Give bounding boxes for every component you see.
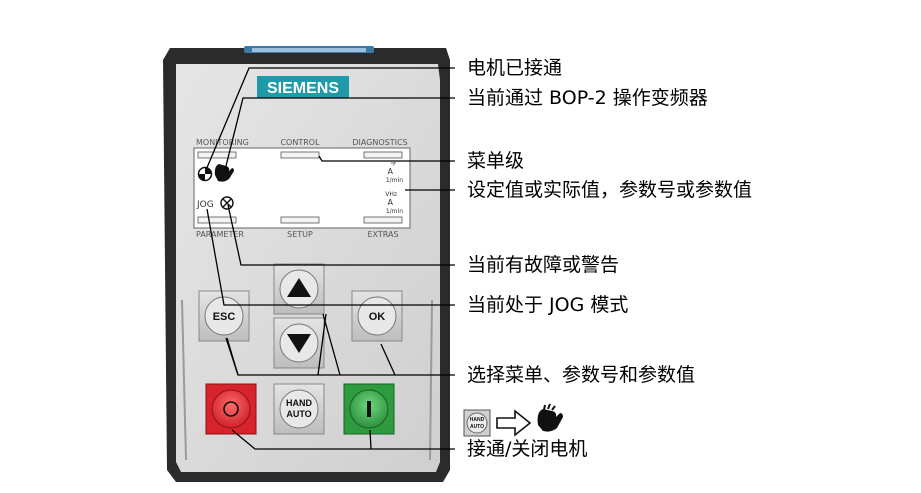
svg-text:HAND: HAND — [470, 417, 485, 423]
auto-label: AUTO — [286, 409, 311, 419]
lcd-units-bottom: VHz A 1/min — [385, 191, 403, 215]
esc-label: ESC — [213, 311, 236, 323]
lcd-jog-text: JOG — [196, 200, 214, 210]
arrow-down-icon — [287, 334, 311, 353]
lcd-label-diagnostics: DIAGNOSTICS — [352, 138, 407, 147]
lcd-unit-rpm2: 1/min — [386, 208, 403, 215]
legend-hand-icon — [537, 403, 563, 432]
lcd-bottom-labels: PARAMETER SETUP EXTRAS — [196, 230, 399, 239]
lcd-unit-vhz: VHz — [385, 191, 397, 198]
brand-plate: SIEMENS — [257, 76, 349, 98]
callout-motor-on: 电机已接通 — [467, 57, 563, 79]
off-button[interactable] — [205, 383, 257, 435]
hollow-arrow-right-icon — [496, 409, 532, 437]
arrow-up-icon — [287, 278, 311, 297]
callout-menu-level: 菜单级 — [467, 150, 525, 172]
leader-lines — [205, 67, 455, 450]
lcd-label-setup: SETUP — [287, 230, 313, 239]
lcd-unit-rpm: 1/min — [386, 177, 403, 184]
down-button[interactable] — [273, 317, 325, 369]
hand-label: HAND — [286, 398, 312, 408]
lcd-units-top: °F A 1/min — [386, 162, 403, 184]
lcd-label-monitoring: MONITORING — [196, 138, 249, 147]
callout-fault-warning: 当前有故障或警告 — [467, 254, 620, 276]
hand-auto-button[interactable]: HAND AUTO — [273, 383, 325, 435]
legend-hand-auto-icon: HAND AUTO — [463, 409, 491, 437]
hand-icon — [214, 164, 234, 182]
motor-rotation-icon — [197, 166, 213, 182]
lcd-label-control: CONTROL — [280, 138, 320, 147]
lcd-top-labels: MONITORING CONTROL DIAGNOSTICS — [196, 138, 408, 147]
lcd-label-extras: EXTRAS — [367, 230, 398, 239]
callout-motor-on-off: 接通/关闭电机 — [467, 438, 588, 460]
lcd-unit-degf: °F — [391, 162, 397, 168]
lcd-screen: JOG °F A 1/min VHz A 1/min — [193, 147, 411, 229]
ok-button[interactable]: OK — [351, 290, 403, 342]
up-button[interactable] — [273, 263, 325, 315]
ok-label: OK — [369, 311, 386, 323]
off-circle-icon — [223, 401, 239, 417]
esc-button[interactable]: ESC — [198, 290, 250, 342]
on-button[interactable] — [343, 383, 395, 435]
callout-jog-mode: 当前处于 JOG 模式 — [467, 294, 629, 316]
callout-select-menu: 选择菜单、参数号和参数值 — [467, 364, 696, 386]
lcd-label-parameter: PARAMETER — [196, 230, 244, 239]
lcd-unit-amp2: A — [388, 198, 394, 207]
svg-text:AUTO: AUTO — [470, 424, 484, 430]
callout-setpoint-value: 设定值或实际值，参数号或参数值 — [467, 179, 753, 201]
brand-logo: SIEMENS — [267, 80, 339, 97]
fault-icon — [220, 196, 234, 210]
on-bar-icon — [367, 401, 371, 417]
lcd-unit-amp: A — [388, 167, 394, 176]
callout-bop2-operation: 当前通过 BOP-2 操作变频器 — [467, 87, 708, 109]
